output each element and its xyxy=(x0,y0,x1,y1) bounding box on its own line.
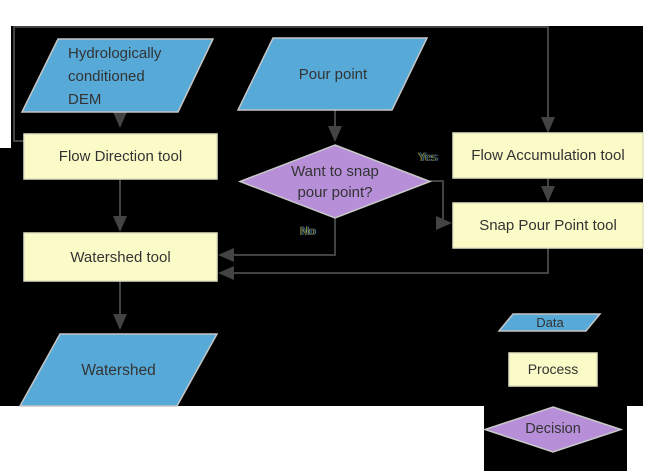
legend-process-shape xyxy=(508,352,598,387)
legend-data-label: Data xyxy=(536,314,564,330)
edge-label-yes: Yes xyxy=(418,149,438,164)
node-watershed-label: Watershed xyxy=(81,361,156,379)
legend-process-label: Process xyxy=(527,361,579,377)
connector-decision-yes-to-snap xyxy=(430,180,452,230)
node-flow-accumulation-label: Flow Accumulation tool xyxy=(471,147,625,164)
node-flow-direction-label: Flow Direction tool xyxy=(58,148,183,165)
node-flow-accumulation-shape xyxy=(452,132,644,179)
node-snap-pour-point-label: Snap Pour Point tool xyxy=(479,217,617,234)
node-flow-direction-shape xyxy=(23,133,218,180)
node-pour-point-label: Pour point xyxy=(298,65,368,83)
node-pour-point-shape xyxy=(236,37,429,111)
connector-snap-to-watershed-tool xyxy=(218,248,549,280)
node-snap-pour-point-shape xyxy=(452,202,644,249)
node-watershed-tool-shape xyxy=(23,232,218,282)
node-watershed-shape xyxy=(18,333,219,407)
node-decision-shape xyxy=(237,144,433,219)
node-dem-shape xyxy=(20,38,215,113)
connector-flow-direction-to-flow-accumulation xyxy=(13,26,555,142)
edge-label-no: No xyxy=(300,223,316,238)
legend-decision-shape xyxy=(482,406,624,453)
node-decision-label: Want to snap pour point? xyxy=(291,163,379,201)
legend-decision-label: Decision xyxy=(525,421,581,437)
legend-data-shape xyxy=(497,313,602,332)
connector-decision-no-to-watershed-tool xyxy=(218,218,336,262)
node-dem-label: Hydrologically conditioned DEM xyxy=(68,44,162,108)
diagram-background-left-strip xyxy=(0,148,11,406)
node-watershed-tool-label: Watershed tool xyxy=(70,248,171,266)
